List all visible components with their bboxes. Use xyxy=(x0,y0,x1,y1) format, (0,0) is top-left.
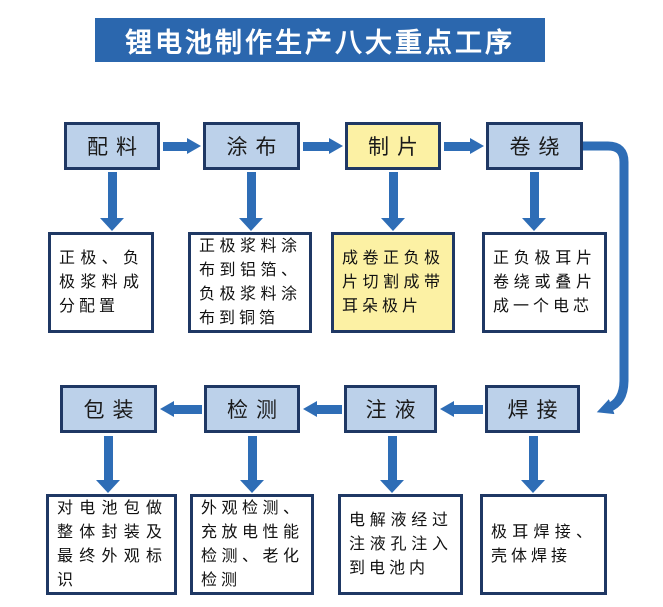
desc-box-testing: 外观检测、充放电性能检测、老化检测 xyxy=(190,494,314,595)
arrow-left-icon xyxy=(303,401,342,417)
arrow-down-icon xyxy=(239,172,263,231)
desc-text-packaging: 对电池包做整体封装及最终外观标识 xyxy=(57,499,166,589)
process-label-welding: 焊接 xyxy=(507,398,566,422)
page-title-text: 锂电池制作生产八大重点工序 xyxy=(125,27,515,58)
arrow-down-icon xyxy=(96,436,120,493)
process-label-packaging: 包装 xyxy=(83,398,142,422)
desc-box-sheeting: 成卷正负极片切割成带耳朵极片 xyxy=(331,232,455,333)
process-box-sheeting: 制片 xyxy=(345,122,441,170)
arrow-right-icon xyxy=(303,138,343,154)
desc-text-electrolyte-filling: 电解液经过注液孔注入到电池内 xyxy=(349,511,452,577)
arrow-down-icon xyxy=(522,172,546,231)
arrow-left-icon xyxy=(160,401,202,417)
process-box-winding: 卷绕 xyxy=(486,122,583,170)
process-box-electrolyte-filling: 注液 xyxy=(344,385,437,433)
desc-box-electrolyte-filling: 电解液经过注液孔注入到电池内 xyxy=(338,494,463,595)
arrow-down-icon xyxy=(521,436,545,493)
arrow-left-icon xyxy=(440,401,483,417)
process-label-electrolyte-filling: 注液 xyxy=(365,398,424,422)
desc-box-winding: 正负极耳片卷绕或叠片成一个电芯 xyxy=(482,232,607,333)
arrow-down-icon xyxy=(100,172,124,231)
desc-text-welding: 极耳焊接、壳体焊接 xyxy=(491,523,596,565)
desc-text-coating: 正极浆料涂布到铝箔、负极浆料涂布到铜箔 xyxy=(199,237,301,327)
process-label-coating: 涂布 xyxy=(226,135,285,159)
arrow-down-icon xyxy=(240,436,264,493)
arrow-right-icon xyxy=(444,138,484,154)
process-label-winding: 卷绕 xyxy=(509,135,568,159)
arrow-down-icon xyxy=(380,436,404,493)
process-label-testing: 检测 xyxy=(227,398,285,422)
page-title: 锂电池制作生产八大重点工序 xyxy=(95,18,545,62)
process-box-testing: 检测 xyxy=(204,385,300,433)
desc-text-sheeting: 成卷正负极片切割成带耳朵极片 xyxy=(342,249,444,315)
desc-box-coating: 正极浆料涂布到铝箔、负极浆料涂布到铜箔 xyxy=(188,232,312,333)
arrow-down-icon xyxy=(381,172,405,231)
desc-text-batching: 正极、负极浆料成分配置 xyxy=(59,249,143,315)
process-box-batching: 配料 xyxy=(64,122,160,170)
process-box-packaging: 包装 xyxy=(60,385,157,433)
process-label-sheeting: 制片 xyxy=(368,135,426,159)
process-label-batching: 配料 xyxy=(87,135,145,159)
desc-box-batching: 正极、负极浆料成分配置 xyxy=(48,232,154,333)
process-box-welding: 焊接 xyxy=(485,385,580,433)
process-box-coating: 涂布 xyxy=(203,122,300,170)
curved-arrow-icon xyxy=(583,141,629,415)
desc-box-packaging: 对电池包做整体封装及最终外观标识 xyxy=(46,494,177,595)
desc-text-winding: 正负极耳片卷绕或叠片成一个电芯 xyxy=(493,249,596,315)
arrow-right-icon xyxy=(163,138,201,154)
desc-text-testing: 外观检测、充放电性能检测、老化检测 xyxy=(201,499,303,589)
desc-box-welding: 极耳焊接、壳体焊接 xyxy=(480,494,607,595)
